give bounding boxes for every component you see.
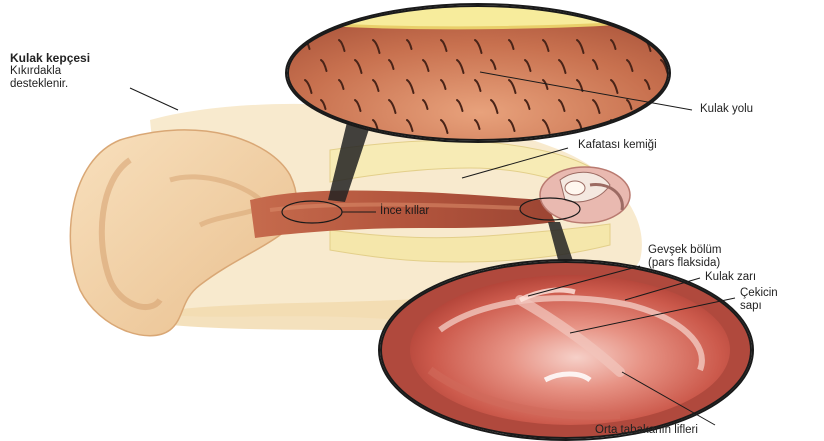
eardrum-magnified [379, 260, 760, 440]
label-malleus-1: Çekicin [740, 287, 778, 300]
label-flaccid-part-2: (pars flaksida) [648, 257, 720, 270]
hair-strand [645, 120, 652, 133]
label-auricle-desc-1: Kıkırdakla [10, 65, 61, 78]
label-ear-canal: Kulak yolu [700, 103, 753, 116]
label-auricle-title: Kulak kepçesi [10, 52, 90, 65]
label-fine-hairs: İnce kıllar [380, 205, 429, 218]
label-skull-bone: Kafatası kemiği [578, 139, 657, 152]
middle-ear-ossicles [540, 167, 630, 223]
label-eardrum: Kulak zarı [705, 271, 756, 284]
label-middle-layer-fibers: Orta tabakanın lifleri [595, 424, 698, 437]
label-auricle-desc-2: desteklenir. [10, 78, 68, 91]
label-flaccid-part-1: Gevşek bölüm [648, 244, 722, 257]
label-malleus-2: sapı [740, 300, 762, 313]
leader-auricle [130, 88, 178, 110]
